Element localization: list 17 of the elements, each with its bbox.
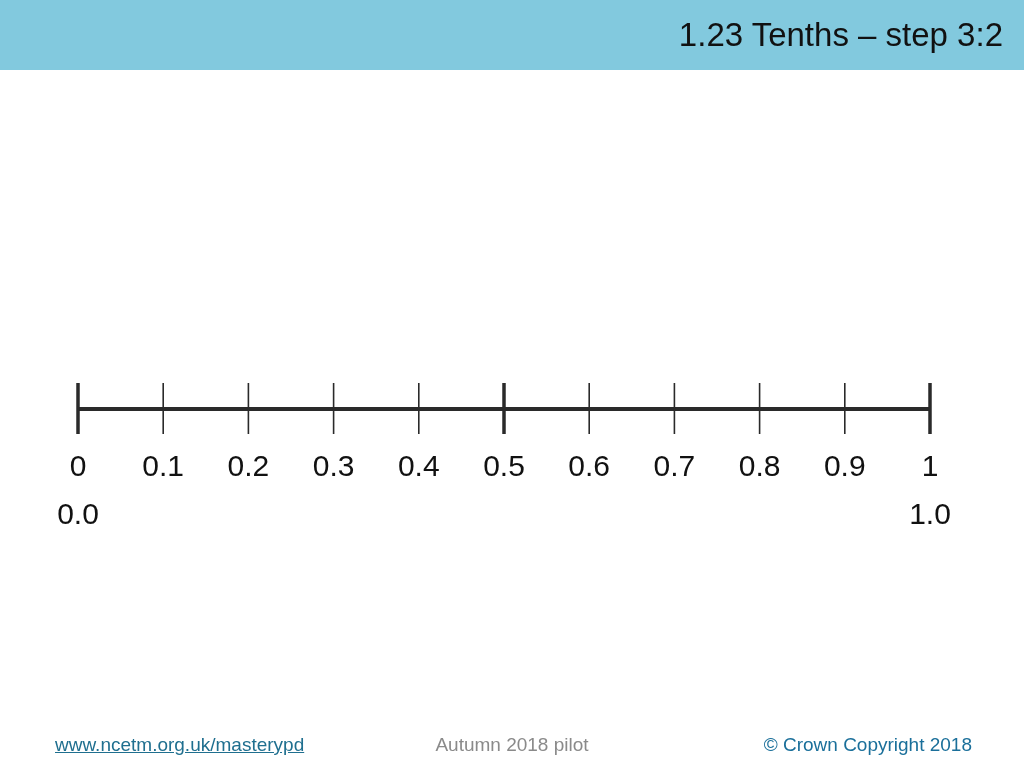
tick-label: 0.4 [397,448,440,484]
tick-label: 0.5 [483,448,525,484]
tick-label: 0.6 [568,448,611,484]
footer-note: Autumn 2018 pilot [435,733,589,757]
tick-label: 0 [69,448,87,484]
tick-label: 1.0 [909,496,951,532]
tick-label: 0.8 [738,448,781,484]
slide-title: 1.23 Tenths – step 3:2 [678,15,1003,55]
tick-label: 0.3 [312,448,355,484]
tick-label: 0.2 [227,448,270,484]
tick-label: 0.1 [142,448,185,484]
copyright-notice: © Crown Copyright 2018 [763,733,972,757]
website-link: www.ncetm.org.uk/masterypd [55,733,305,757]
tick-label: 0.7 [653,448,696,484]
tick-label: 0.9 [823,448,866,484]
tick-label: 1 [921,448,939,484]
tick-label: 0.0 [57,496,99,532]
